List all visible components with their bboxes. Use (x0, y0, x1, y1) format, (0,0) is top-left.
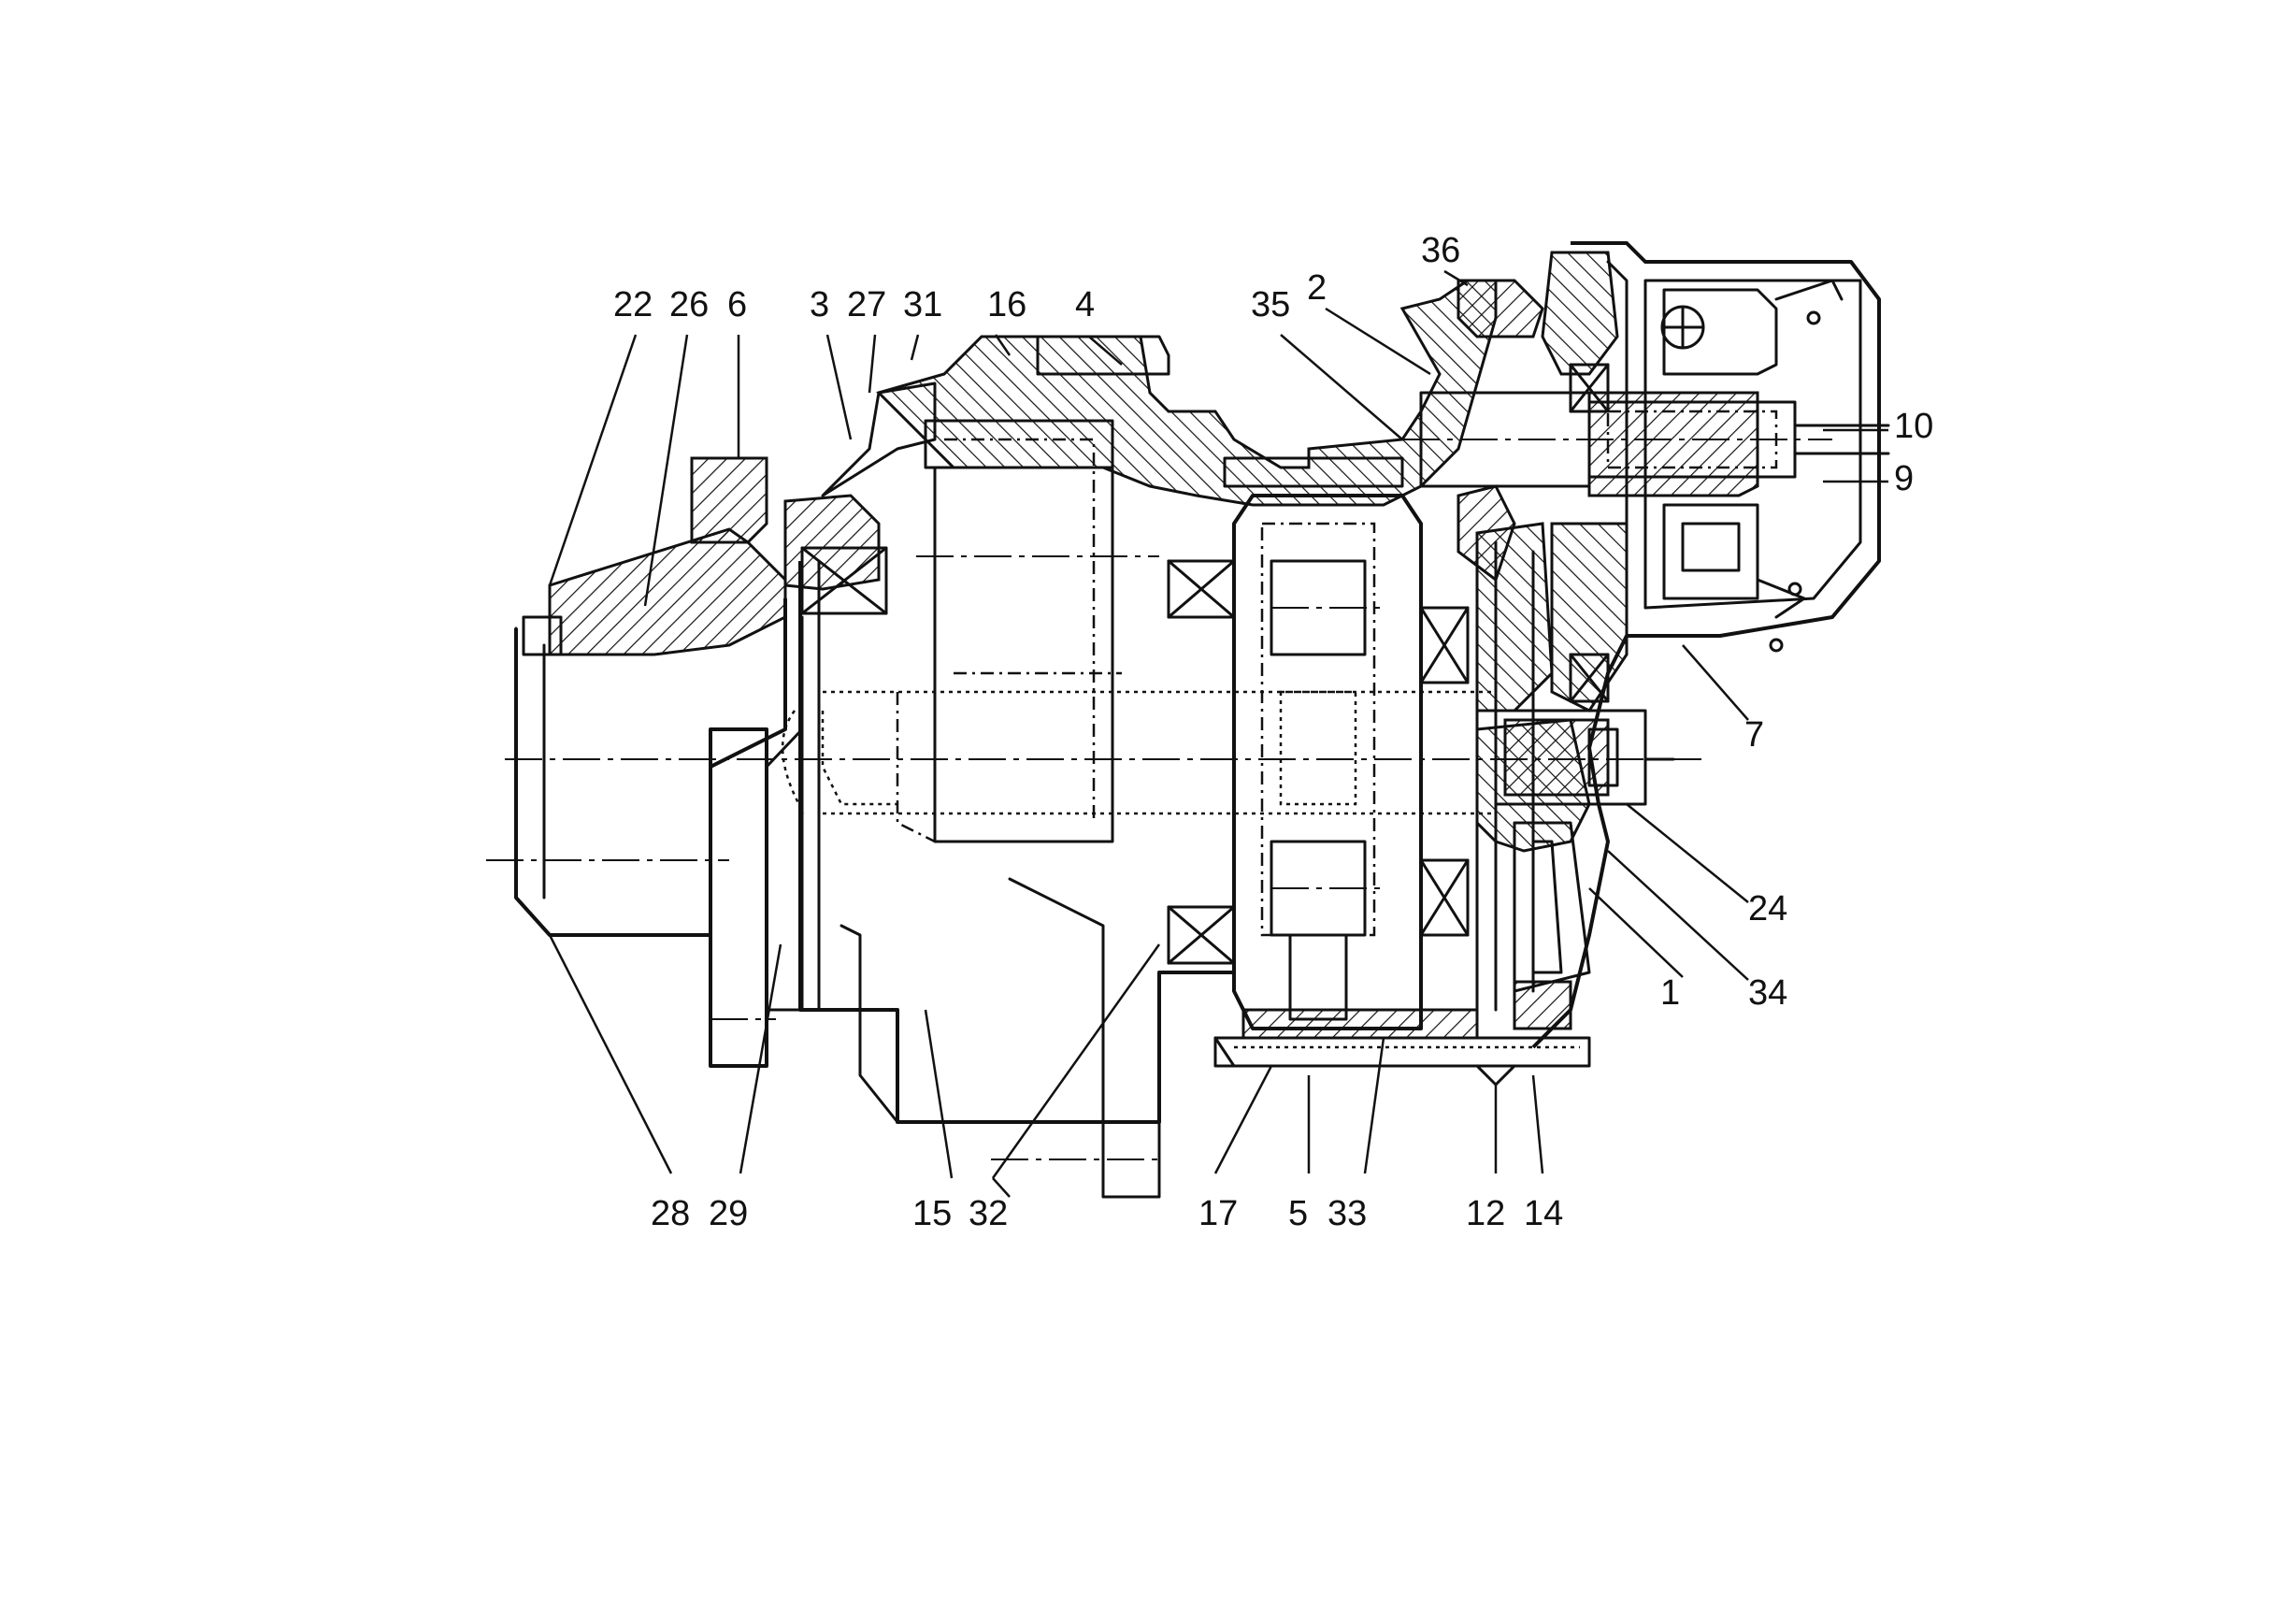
callout-32: 32 (969, 1194, 1008, 1233)
callout-33: 33 (1327, 1194, 1367, 1233)
housing-top-hatched (876, 279, 1498, 507)
callout-26: 26 (669, 285, 709, 324)
callout-2: 2 (1307, 268, 1327, 308)
bearing-mid-bottom (1167, 905, 1236, 965)
callout-29: 29 (709, 1194, 748, 1233)
second-stage-planetary (1232, 494, 1423, 1030)
output-shaft (1402, 391, 1890, 488)
bearing-left (800, 546, 888, 615)
callout-1: 1 (1660, 973, 1680, 1013)
callout-35: 35 (1251, 285, 1290, 324)
callout-34: 34 (1748, 973, 1787, 1013)
callout-28: 28 (651, 1194, 690, 1233)
callout-24: 24 (1748, 889, 1787, 928)
callout-22: 22 (613, 285, 653, 324)
callout-36: 36 (1421, 231, 1460, 270)
bearing-mid-top (1167, 559, 1236, 619)
callout-15: 15 (912, 1194, 952, 1233)
brake-disc-bottom (1513, 821, 1591, 993)
callout-12: 12 (1466, 1194, 1505, 1233)
callout-27: 27 (847, 285, 886, 324)
callout-7: 7 (1744, 715, 1764, 755)
adapter-housing (783, 381, 1236, 1199)
input-flange-hatched (522, 456, 787, 656)
input-motor-housing (486, 598, 804, 1068)
first-stage-gear (821, 419, 1159, 843)
output-housing-right (1531, 241, 1881, 1049)
callout-6: 6 (727, 285, 747, 324)
main-centerline (505, 690, 1701, 815)
callout-14: 14 (1524, 1194, 1563, 1233)
callout-5: 5 (1288, 1194, 1308, 1233)
leader-lines (548, 269, 1888, 1198)
callout-4: 4 (1075, 285, 1095, 324)
bearing-right-top (1419, 606, 1470, 684)
bearing-right-bottom (1419, 858, 1470, 937)
callout-17: 17 (1198, 1194, 1238, 1233)
callout-10: 10 (1894, 407, 1933, 446)
callout-16: 16 (987, 285, 1026, 324)
callout-labels: 22 26 6 3 27 31 16 4 35 2 36 10 9 7 24 1… (613, 231, 1933, 1233)
callout-3: 3 (810, 285, 829, 324)
callout-31: 31 (903, 285, 942, 324)
right-housing-hatched (1457, 251, 1759, 712)
callout-9: 9 (1894, 459, 1914, 498)
